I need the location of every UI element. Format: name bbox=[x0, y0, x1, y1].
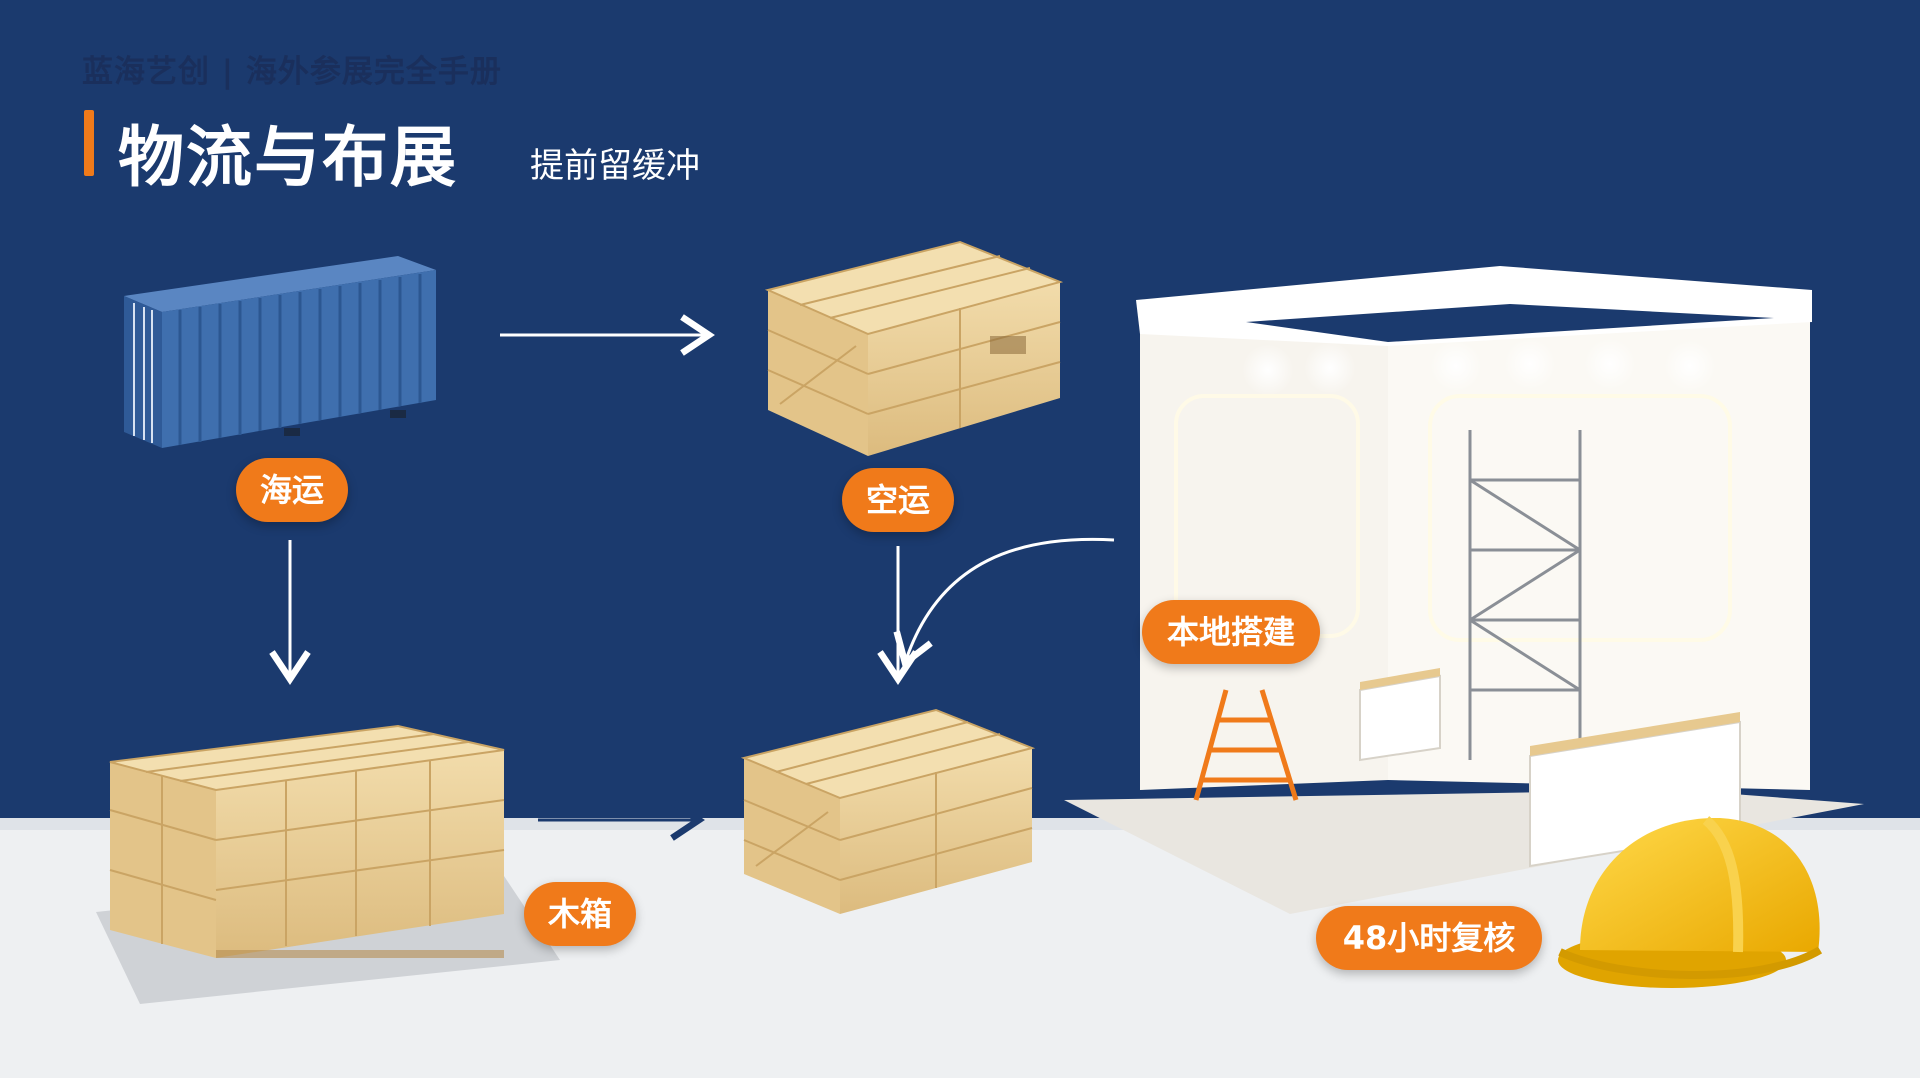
brand-header: 蓝海艺创 | 海外参展完全手册 bbox=[82, 54, 502, 90]
wooden-crate-icon bbox=[764, 240, 1064, 456]
label-air-freight: 空运 bbox=[842, 468, 954, 532]
arrow-icon bbox=[893, 537, 1115, 669]
label-wood-box: 木箱 bbox=[524, 882, 636, 946]
exhibition-booth-icon bbox=[1064, 266, 1864, 914]
hard-hat-icon bbox=[1558, 816, 1823, 988]
wooden-crate-icon bbox=[740, 708, 1036, 914]
page-title: 物流与布展 bbox=[118, 119, 458, 196]
label-local-build: 本地搭建 bbox=[1142, 600, 1320, 664]
label-48h-review: 48小时复核 bbox=[1316, 906, 1542, 970]
label-sea-freight: 海运 bbox=[236, 458, 348, 522]
page-subtitle: 提前留缓冲 bbox=[530, 146, 700, 186]
title-accent-bar bbox=[84, 110, 94, 176]
shipping-container-icon bbox=[124, 256, 436, 448]
wooden-crate-icon bbox=[96, 724, 560, 1004]
